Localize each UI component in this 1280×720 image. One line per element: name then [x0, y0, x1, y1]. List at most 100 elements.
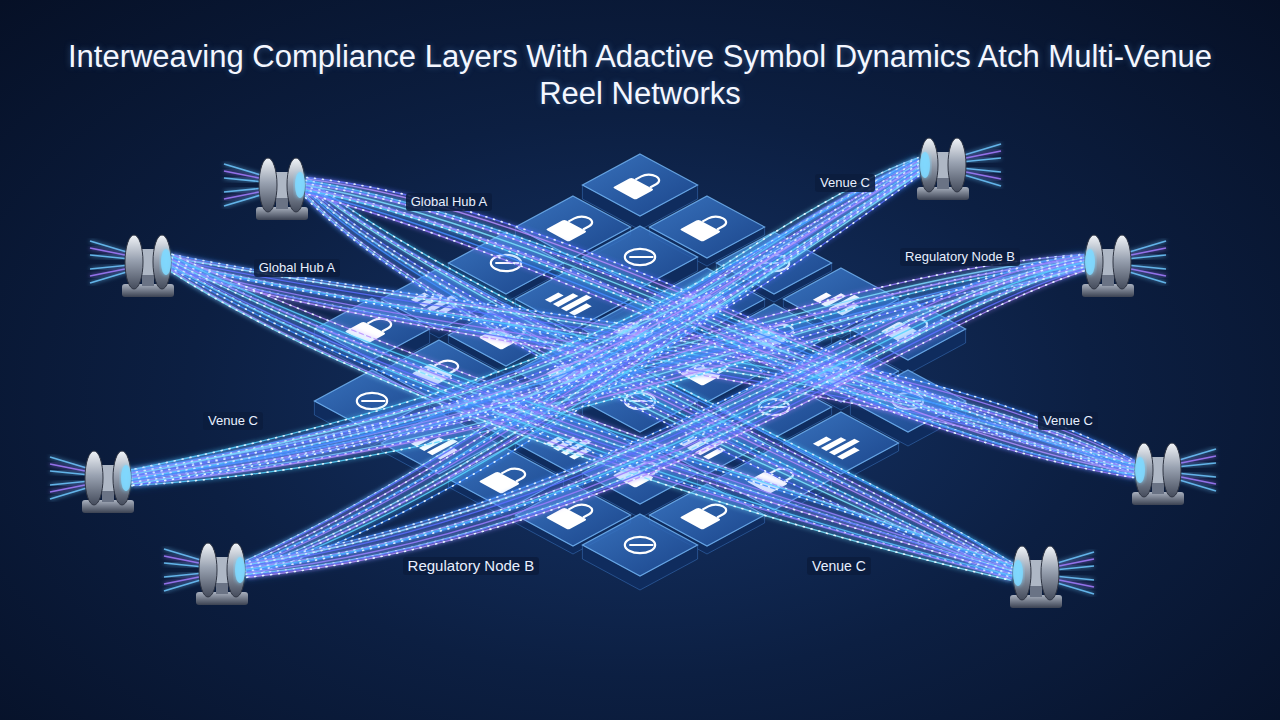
reel-disc: [1113, 235, 1131, 289]
fiber-line: [245, 265, 1087, 573]
lock-body: [680, 507, 722, 529]
fiber-sparkle: [131, 167, 922, 480]
network-label: Regulatory Node B: [403, 557, 540, 575]
fiber-line: [133, 172, 924, 485]
cycle-icon: [629, 539, 653, 552]
tile-icon: [479, 464, 534, 494]
tile-icon: [619, 245, 662, 268]
fiber-line: [129, 162, 920, 475]
fiber-line: [127, 158, 918, 471]
diagram-title: Interweaving Compliance Layers With Adac…: [45, 38, 1235, 112]
fiber-line: [132, 169, 923, 482]
tile-icon: [613, 170, 668, 200]
bar-icon: [837, 447, 860, 459]
fiber-sparkle: [133, 172, 924, 485]
fiber-sparkle: [245, 264, 1087, 572]
fiber-fan: [1054, 566, 1094, 570]
lock-shackle: [635, 172, 663, 187]
fiber-line: [172, 258, 1016, 569]
tile-icon: [680, 500, 735, 530]
tile-icon: [351, 389, 394, 412]
fiber-fan: [961, 164, 1001, 166]
fiber-sparkle: [128, 161, 919, 474]
tile-top: [582, 514, 697, 576]
cycle-icon: [351, 389, 394, 412]
cycle-icon: [619, 533, 662, 556]
cycle-icon: [495, 257, 519, 270]
fiber-fan: [1054, 582, 1094, 594]
fiber-line: [132, 171, 923, 484]
fiber-sparkle: [301, 193, 1133, 478]
fiber-line: [242, 258, 1084, 566]
fiber-line: [170, 264, 1014, 575]
fiber-fan: [961, 174, 1001, 186]
fiber-sparkle: [247, 269, 1089, 577]
network-label: Venue C: [203, 412, 263, 430]
reel-core: [161, 249, 171, 275]
fiber-fan: [1176, 463, 1216, 467]
fiber-line: [168, 266, 1012, 577]
reel-disc: [1135, 443, 1153, 497]
fiber-sparkle: [129, 164, 920, 477]
reel-core: [295, 172, 305, 198]
fiber-reel: [1010, 546, 1094, 608]
bar-icon: [569, 303, 592, 315]
fiber-line: [131, 168, 922, 481]
cycle-icon: [629, 251, 653, 264]
lock-shackle: [568, 214, 596, 229]
fiber-fan: [90, 261, 130, 263]
fiber-fan: [1126, 255, 1166, 259]
reel-disc: [153, 235, 171, 289]
fiber-reel: [1082, 235, 1166, 297]
fiber-sparkle: [132, 169, 923, 482]
reel-core: [920, 152, 930, 178]
tile-icon: [813, 430, 868, 460]
reel-disc: [1041, 546, 1059, 600]
fiber-line: [246, 266, 1088, 574]
lock-body: [613, 177, 655, 199]
reel-disc: [948, 138, 966, 192]
lock-shackle: [702, 502, 730, 517]
stream-glow: [244, 262, 1086, 570]
reel-disc: [1013, 546, 1031, 600]
tile-top: [582, 154, 697, 216]
fiber-fan: [961, 158, 1001, 162]
fiber-line: [173, 255, 1017, 566]
fiber-line: [241, 255, 1083, 563]
reel-disc: [227, 543, 245, 597]
fiber-fan: [90, 255, 130, 259]
fiber-line: [244, 262, 1086, 570]
fiber-line: [171, 261, 1015, 572]
stream-glow: [130, 165, 921, 478]
network-label: Venue C: [815, 174, 875, 192]
fiber-fan: [164, 569, 204, 571]
fiber-fan: [224, 184, 264, 186]
reel-disc: [1163, 443, 1181, 497]
reel-disc: [1085, 235, 1103, 289]
reel-core: [1135, 457, 1145, 483]
network-label: Venue C: [807, 557, 871, 575]
fiber-line: [245, 264, 1087, 572]
fiber-fan: [224, 194, 264, 206]
tile-icon: [545, 286, 600, 316]
network-label: Venue C: [1038, 412, 1098, 430]
fiber-fan: [50, 471, 90, 475]
fiber-line: [168, 268, 1012, 579]
fiber-fan: [50, 487, 90, 499]
cycle-icon: [361, 395, 385, 408]
fiber-sparkle: [170, 264, 1014, 575]
fiber-line: [243, 259, 1085, 567]
reel-disc: [125, 235, 143, 289]
reel-disc: [113, 451, 131, 505]
tile-icon: [345, 314, 400, 344]
fiber-reel: [224, 158, 308, 220]
fiber-line: [172, 256, 1016, 567]
fiber-fan: [1126, 261, 1166, 263]
fiber-line: [129, 164, 920, 477]
fiber-fan: [164, 563, 204, 567]
fiber-reel: [164, 543, 248, 605]
reels: [50, 138, 1216, 608]
fiber-line: [170, 262, 1014, 573]
network-label: Global Hub A: [254, 259, 341, 277]
reel-disc: [920, 138, 938, 192]
